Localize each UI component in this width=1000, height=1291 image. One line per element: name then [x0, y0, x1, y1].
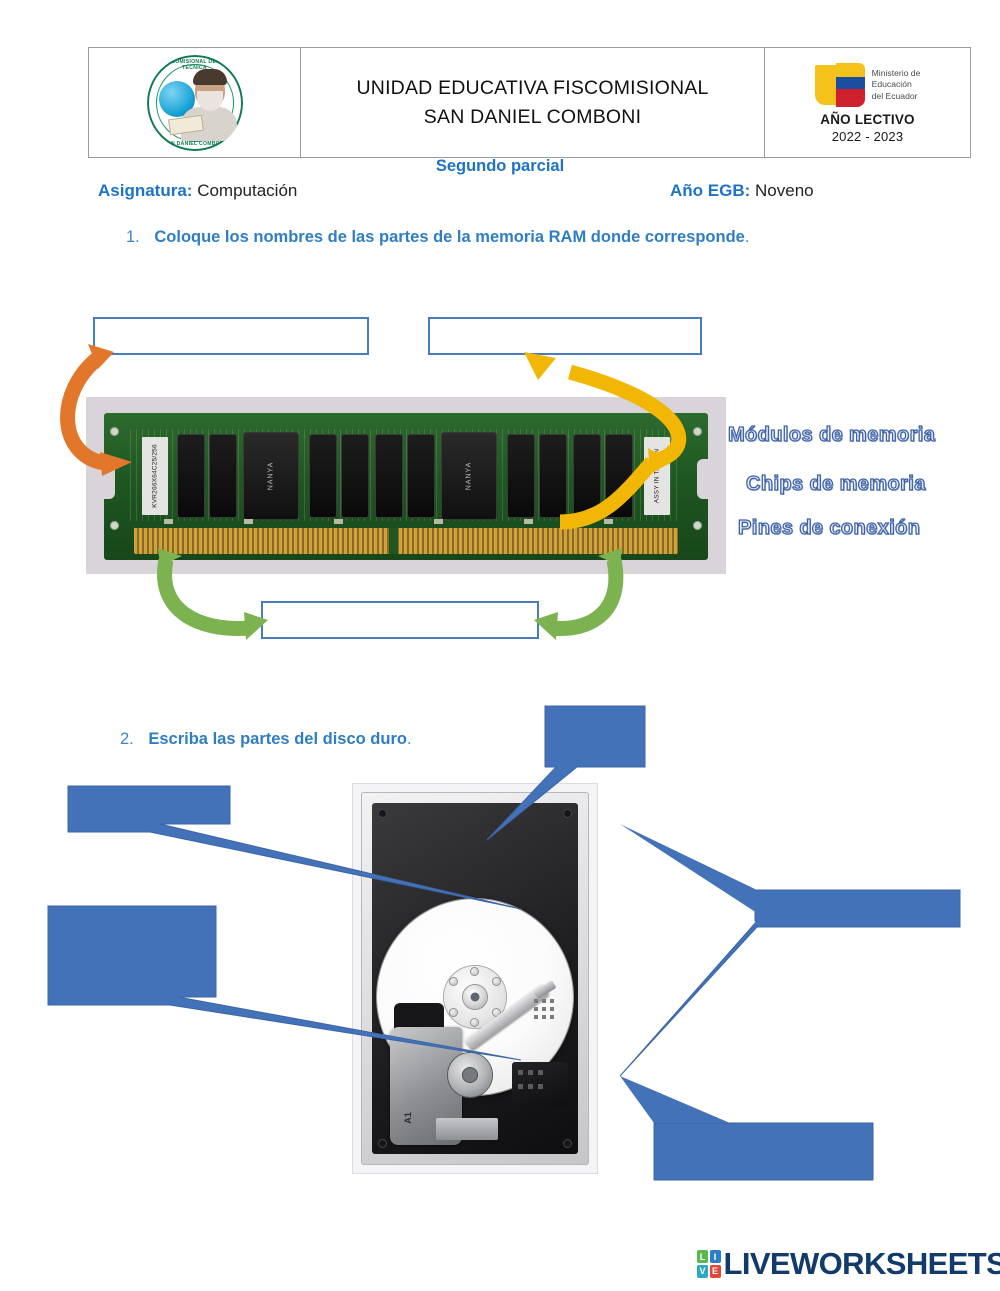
ram-right-sticker: ASSY IN TAIWAN	[644, 437, 670, 515]
hdd-contact-pads	[534, 999, 562, 1021]
anio-egb-label: Año EGB:	[670, 181, 751, 200]
question-2-period: .	[406, 730, 412, 748]
question-2: 2. Escriba las partes del disco duro.	[120, 730, 412, 749]
question-1: 1. Coloque los nombres de las partes de …	[126, 228, 749, 247]
ministry-line-2: Educación	[871, 79, 912, 90]
answer-box-top-right[interactable]	[428, 317, 702, 355]
anio-lectivo-label: AÑO LECTIVO	[820, 112, 915, 127]
hdd-callout-right-lower-input[interactable]	[655, 1124, 872, 1179]
school-crest-icon: U. E. FISCOMISIONAL DEPORTIVO TÉCNICA "S…	[146, 54, 243, 151]
hdd-case: A1	[361, 792, 589, 1165]
ram-right-sticker-text: ASSY IN TAIWAN	[653, 448, 661, 504]
hdd-actuator-pivot	[448, 1053, 492, 1097]
ram-chip-brand: NANYA	[267, 461, 275, 491]
header-table: U. E. FISCOMISIONAL DEPORTIVO TÉCNICA "S…	[88, 47, 971, 158]
school-name-line1: UNIDAD EDUCATIVA FISCOMISIONAL	[356, 77, 709, 100]
question-1-text: Coloque los nombres de las partes de la …	[154, 228, 745, 246]
hdd-callout-left-lower-input[interactable]	[49, 907, 215, 996]
lw-tile-l: L	[697, 1250, 708, 1264]
crest-top-text: U. E. FISCOMISIONAL DEPORTIVO TÉCNICA	[147, 58, 242, 71]
ram-chip: NANYA	[442, 433, 496, 519]
ministry-logo: Ministerio de Educación del Ecuador	[814, 63, 921, 107]
asignatura-field: Asignatura: Computación	[98, 181, 297, 201]
header-cell-school-logo: U. E. FISCOMISIONAL DEPORTIVO TÉCNICA "S…	[89, 48, 301, 157]
anio-lectivo-value: 2022 - 2023	[831, 129, 904, 144]
school-name-line2: SAN DANIEL COMBONI	[423, 105, 642, 128]
ram-connector-pins	[134, 528, 678, 554]
hdd-a1-label: A1	[402, 1112, 413, 1124]
ram-notch-left	[104, 459, 115, 499]
anio-egb-value: Noveno	[755, 181, 814, 200]
ministry-line-1: Ministerio de	[871, 67, 921, 78]
ram-left-sticker-text: KVR266X64C25/256	[151, 444, 159, 508]
hdd-callout-right-upper-input[interactable]	[756, 891, 959, 926]
hdd-callout-right-upper[interactable]	[619, 824, 961, 1077]
liveworksheets-logo[interactable]: L I V E LIVEWORKSHEETS	[697, 1246, 1000, 1282]
lw-tile-e: E	[709, 1264, 721, 1278]
question-1-number: 1.	[126, 228, 140, 246]
hdd-callout-top-input[interactable]	[546, 707, 644, 766]
crest-bottom-text: "SAN DANIEL COMBONI"	[160, 140, 229, 147]
hdd-connector-block	[512, 1062, 568, 1106]
ram-module-image: KVR266X64C25/256 NANYA NANYA	[86, 397, 726, 574]
hdd-inner-chassis: A1	[372, 803, 578, 1154]
header-cell-title: UNIDAD EDUCATIVA FISCOMISIONAL SAN DANIE…	[301, 48, 765, 157]
word-bank-item-3[interactable]: Pines de conexión	[737, 516, 921, 539]
ram-pcb: KVR266X64C25/256 NANYA NANYA	[104, 413, 708, 560]
parcial-label: Segundo parcial	[435, 157, 565, 175]
lw-tile-i: I	[709, 1250, 721, 1264]
ministry-text: Ministerio de Educación del Ecuador	[872, 68, 921, 102]
liveworksheets-wordmark: LIVEWORKSHEETS	[723, 1246, 1000, 1281]
liveworksheets-tiles: L I V E	[697, 1250, 721, 1278]
hdd-callout-left-upper-input[interactable]	[69, 787, 229, 823]
question-2-number: 2.	[120, 730, 134, 748]
answer-box-top-left[interactable]	[93, 317, 369, 355]
asignatura-value: Computación	[197, 181, 298, 200]
ram-chip-brand: NANYA	[465, 461, 473, 491]
asignatura-label: Asignatura:	[98, 181, 193, 200]
hdd-label-plate	[436, 1118, 498, 1140]
question-2-text: Escriba las partes del disco duro	[148, 730, 407, 748]
anio-egb-field: Año EGB: Noveno	[670, 181, 814, 201]
ministry-line-3: del Ecuador	[871, 90, 918, 101]
ram-left-sticker: KVR266X64C25/256	[142, 437, 168, 515]
ram-chip: NANYA	[244, 433, 298, 519]
ram-notch-right	[697, 459, 708, 499]
meta-row: Asignatura: Computación Año EGB: Noveno	[0, 181, 1000, 207]
ministry-book-flag-icon	[814, 63, 865, 107]
answer-box-bottom[interactable]	[261, 601, 539, 639]
word-bank-item-1[interactable]: Módulos de memoria	[727, 423, 936, 446]
word-bank-item-2[interactable]: Chips de memoria	[745, 472, 926, 495]
hard-disk-image: A1	[352, 783, 598, 1174]
ram-chip-strip: KVR266X64C25/256 NANYA NANYA	[130, 427, 682, 523]
lw-tile-v: V	[697, 1264, 708, 1278]
header-cell-ministry: Ministerio de Educación del Ecuador AÑO …	[765, 48, 970, 157]
question-1-period: .	[744, 228, 750, 246]
